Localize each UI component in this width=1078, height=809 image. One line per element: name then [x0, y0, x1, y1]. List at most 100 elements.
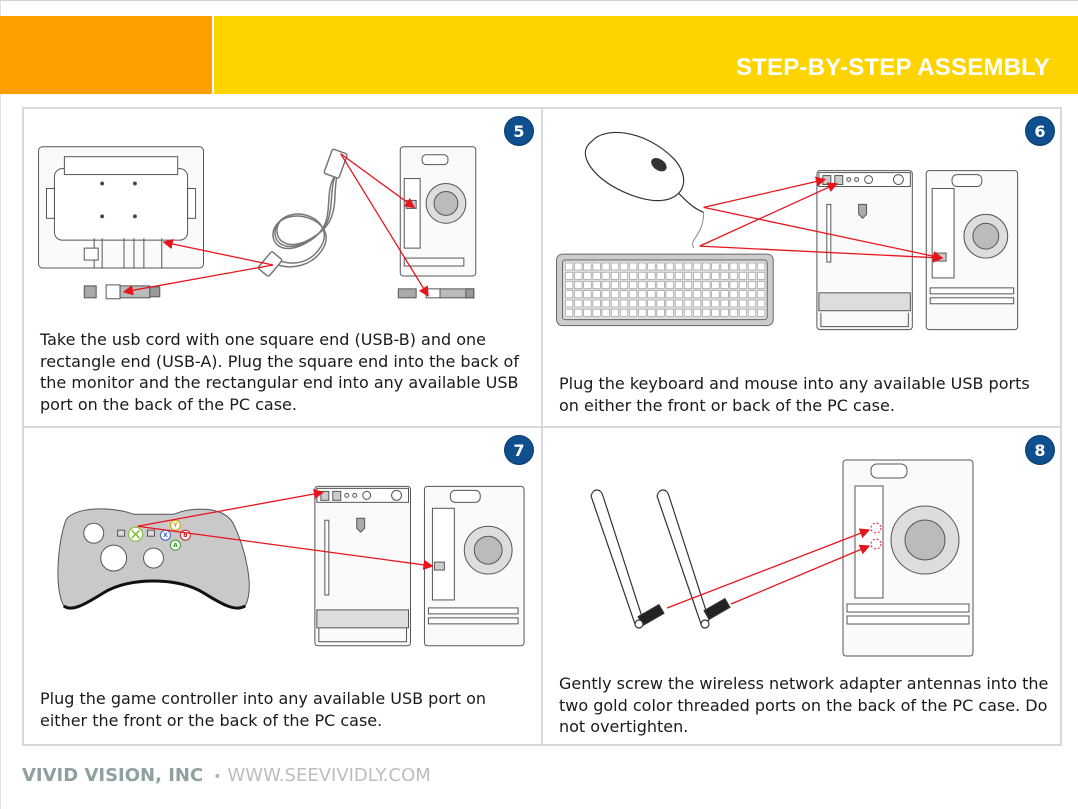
usb-cable-icon	[257, 148, 348, 277]
footer-separator: •	[213, 769, 222, 785]
keyboard-key	[674, 262, 683, 271]
keyboard-key	[711, 281, 720, 289]
keyboard-key	[601, 299, 610, 308]
keyboard-key	[674, 308, 683, 317]
keyboard-key	[620, 290, 628, 298]
keyboard-key	[738, 272, 747, 280]
keyboard-key	[757, 308, 766, 317]
connection-arrows	[666, 528, 871, 609]
keyboard-key	[565, 290, 574, 298]
keyboard-key	[647, 262, 656, 271]
footer-website-link[interactable]: WWW.SEEVIVIDLY.COM	[227, 765, 431, 786]
keyboard-key	[647, 281, 656, 289]
keyboard-key	[720, 299, 729, 308]
controller-face-buttons: Y X B A	[159, 519, 191, 551]
keyboard-key	[647, 290, 656, 298]
keyboard-key	[583, 290, 592, 298]
keyboard-key	[702, 290, 711, 298]
usb-cable-illustration	[38, 146, 477, 300]
keyboard-key	[674, 281, 683, 289]
keyboard-key	[656, 262, 665, 271]
keyboard-key	[565, 299, 574, 308]
step-number-badge: 5	[505, 117, 533, 145]
keyboard-key	[757, 290, 766, 298]
step-number-badge: 8	[1026, 436, 1054, 464]
keyboard-key	[601, 281, 610, 289]
keyboard-key	[583, 272, 592, 280]
keyboard-key	[748, 281, 756, 289]
keyboard-key	[565, 281, 574, 289]
button-y-label: Y	[172, 522, 178, 529]
pc-case-back-icon	[925, 170, 1019, 331]
keyboard-key	[748, 290, 756, 298]
keyboard-key	[665, 281, 674, 289]
keyboard-key	[720, 308, 729, 317]
keyboard-key	[592, 281, 601, 289]
keyboard-key	[738, 281, 747, 289]
antenna-icon	[656, 489, 731, 629]
connection-arrows	[699, 176, 944, 263]
usb-a-plug-icon	[397, 288, 475, 299]
keyboard-key	[656, 272, 665, 280]
keyboard-key	[757, 272, 766, 280]
keyboard-mouse-illustration	[556, 131, 1019, 331]
keyboard-key	[729, 272, 738, 280]
keyboard-key	[757, 281, 766, 289]
keyboard-key	[638, 308, 647, 317]
keyboard-key	[693, 299, 702, 308]
keyboard-key	[665, 272, 674, 280]
keyboard-key	[565, 308, 574, 317]
keyboard-key	[565, 262, 574, 271]
keyboard-key	[656, 299, 665, 308]
keyboard-key	[574, 290, 583, 298]
header-main-block: STEP-BY-STEP ASSEMBLY	[214, 16, 1078, 94]
keyboard-key	[693, 308, 702, 317]
keyboard-key	[610, 262, 619, 271]
keyboard-key	[711, 290, 720, 298]
usb-b-plug-icon	[83, 284, 161, 300]
keyboard-key	[738, 308, 747, 317]
step-instruction-text: Plug the keyboard and mouse into any ava…	[559, 374, 1030, 415]
connection-arrows	[137, 488, 434, 570]
keyboard-key	[620, 262, 628, 271]
button-b-label: B	[183, 532, 188, 539]
keyboard-key	[748, 308, 756, 317]
keyboard-key	[629, 281, 638, 289]
keyboard-key	[684, 290, 692, 298]
keyboard-key	[720, 262, 729, 271]
keyboard-key	[674, 299, 683, 308]
keyboard-key	[738, 299, 747, 308]
step-number-badge: 7	[505, 436, 533, 464]
game-controller-illustration: Y X B A	[57, 485, 525, 647]
keyboard-key	[693, 281, 702, 289]
page-title: STEP-BY-STEP ASSEMBLY	[735, 54, 1050, 81]
keyboard-key	[620, 272, 628, 280]
pc-case-back-icon	[399, 146, 477, 277]
keyboard-key	[720, 272, 729, 280]
keyboard-key	[674, 272, 683, 280]
keyboard-key	[729, 262, 738, 271]
keyboard-key	[702, 299, 711, 308]
keyboard-key	[601, 272, 610, 280]
keyboard-key	[738, 262, 747, 271]
button-a-label: A	[173, 542, 178, 549]
keyboard-key	[583, 299, 592, 308]
antenna-illustration	[590, 459, 974, 657]
step-8-panel: 8 Gently screw the wireless network adap…	[543, 428, 1062, 744]
keyboard-key	[656, 281, 665, 289]
keyboard-key	[757, 262, 766, 271]
antenna-icon	[590, 489, 665, 629]
keyboard-key	[647, 299, 656, 308]
keyboard-key	[638, 281, 647, 289]
keyboard-key	[638, 262, 647, 271]
keyboard-key	[684, 272, 692, 280]
steps-grid: 5 Take the usb cord with one square end …	[22, 107, 1062, 746]
header-banner: STEP-BY-STEP ASSEMBLY	[0, 16, 1078, 94]
keyboard-key	[711, 272, 720, 280]
keyboard-key	[656, 290, 665, 298]
keyboard-key	[610, 290, 619, 298]
keyboard-key	[601, 290, 610, 298]
step-7-panel: Y X B A	[24, 428, 543, 744]
keyboard-key	[665, 262, 674, 271]
keyboard-key	[738, 290, 747, 298]
